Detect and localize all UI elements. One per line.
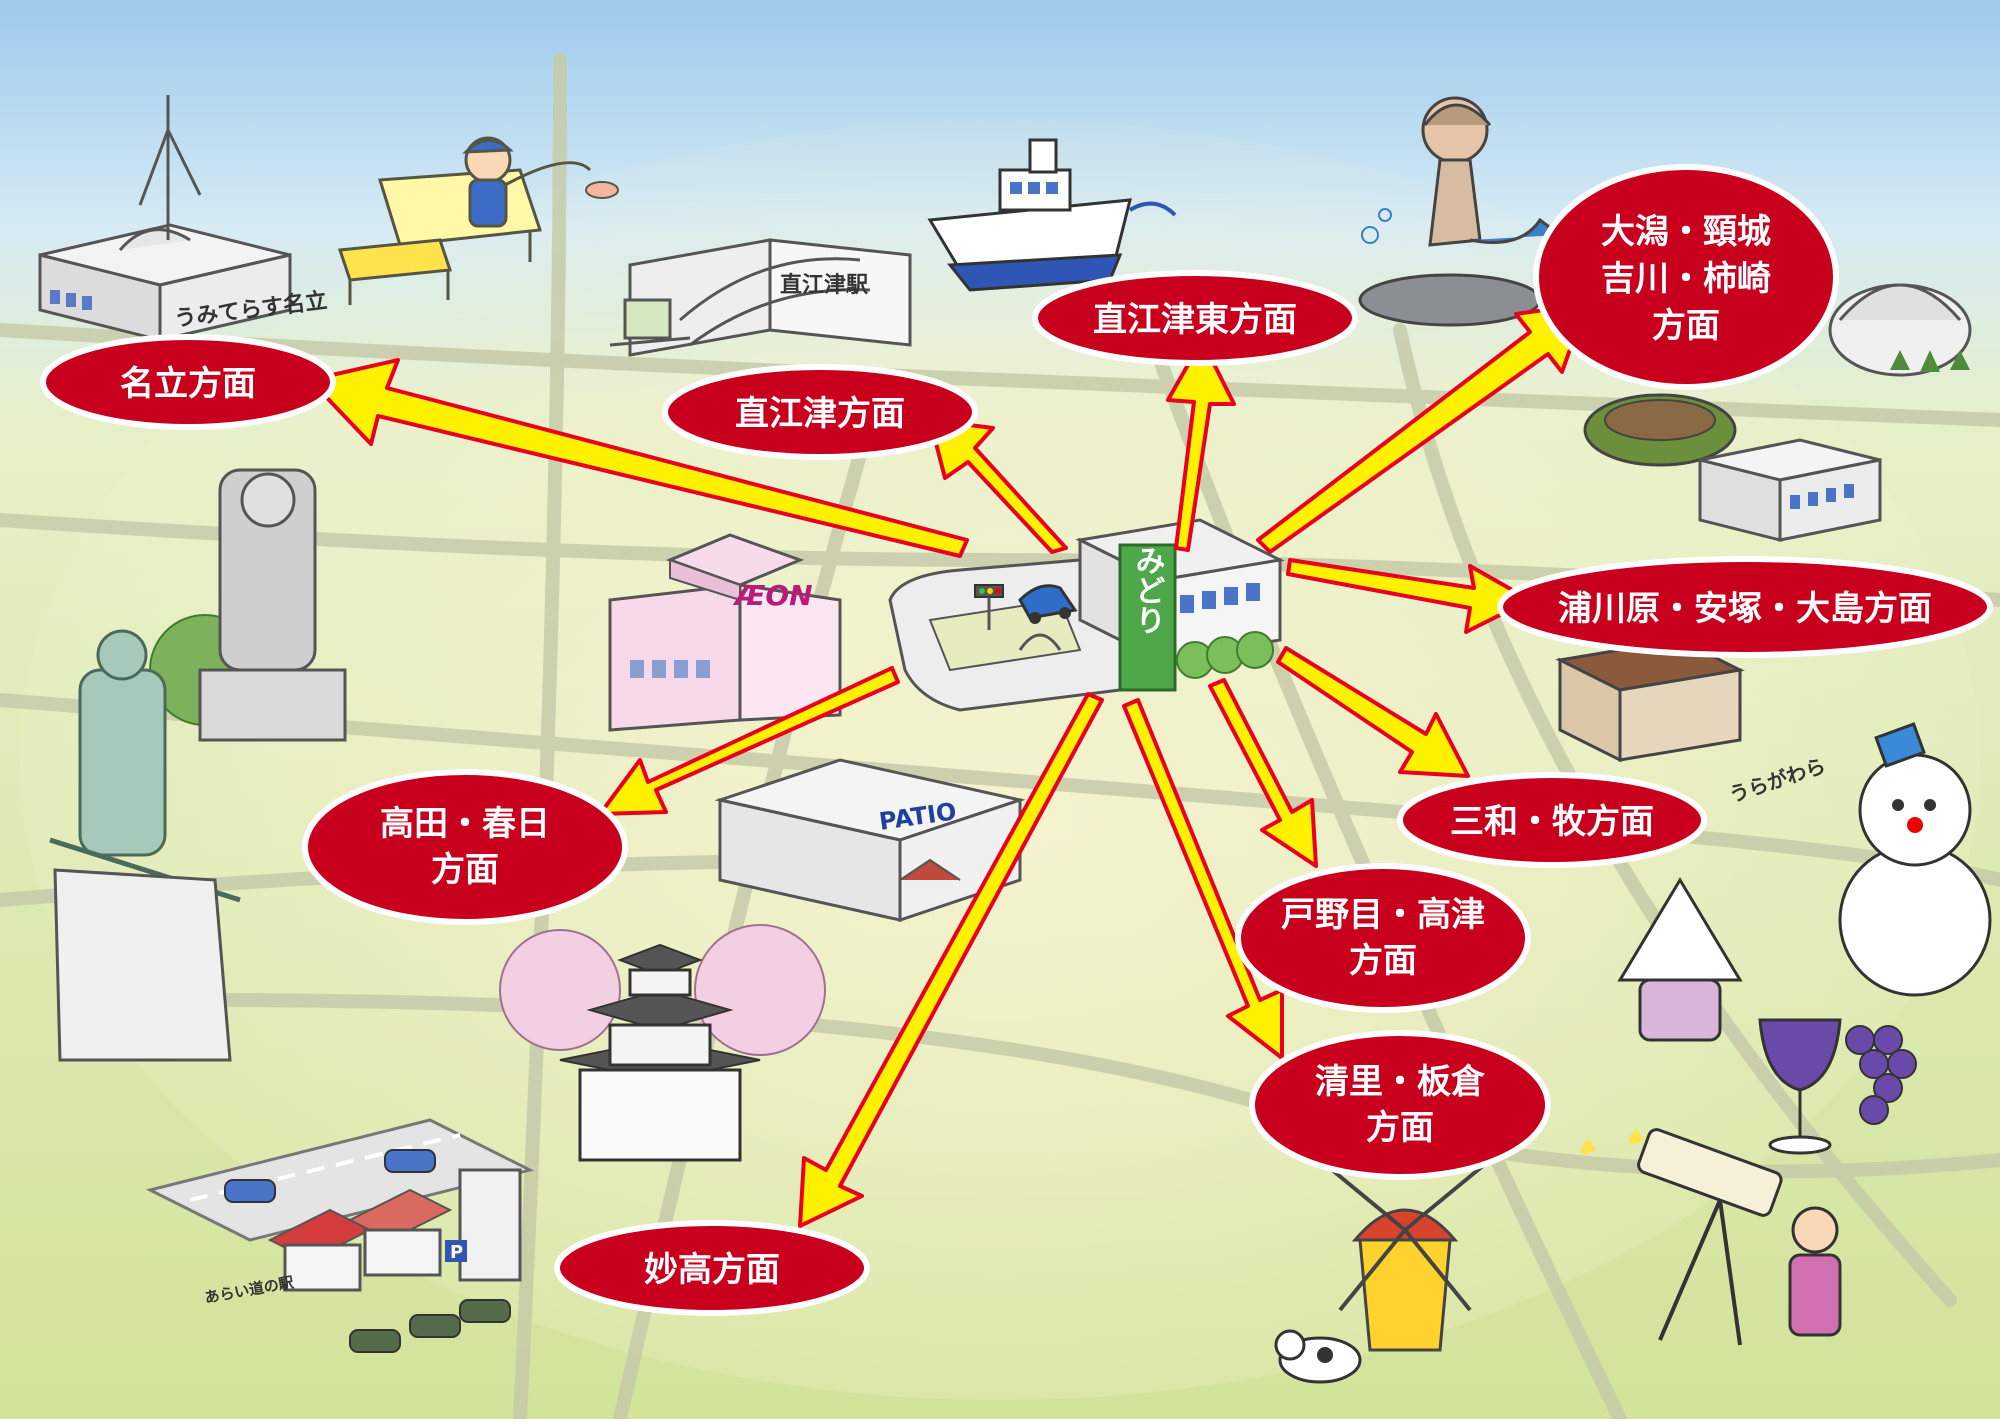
destination-bubbles: 名立方面 直江津方面 直江津東方面 大潟・頸城 吉川・柿崎 方面 浦川原・安塚・… [40, 164, 1993, 1316]
midori-school-building: みどり [1075, 518, 1285, 692]
destination-takada-label-1: 高田・春日 [380, 804, 550, 844]
car-icon [1018, 584, 1078, 624]
michinoeki-area: P あらい道の駅 [145, 1118, 535, 1353]
destination-myoko[interactable]: 妙高方面 [554, 1220, 870, 1316]
naoetsu-station: 直江津駅 [609, 238, 912, 357]
destination-tonome-label-1: 戸野目・高津 [1281, 895, 1485, 935]
destination-nadachi-label: 名立方面 [120, 364, 256, 404]
aeon-mall: ÆON [608, 533, 842, 732]
destination-takada[interactable]: 高田・春日 方面 [302, 769, 628, 925]
castle-icon [499, 924, 826, 1162]
dome-building [1828, 283, 1972, 377]
mermaid-statue-icon [1358, 96, 1561, 327]
destination-kiyosato-label-2: 方面 [1366, 1108, 1434, 1148]
destination-naoetsu-label: 直江津方面 [735, 394, 905, 434]
arrow-myoko [798, 692, 1104, 1228]
destination-ogata[interactable]: 大潟・頸城 吉川・柿崎 方面 [1533, 164, 1839, 390]
destination-naoetsu[interactable]: 直江津方面 [662, 364, 978, 460]
parking-sign-text: P [450, 1242, 463, 1263]
destination-sanwa-label: 三和・牧方面 [1450, 802, 1654, 842]
armor-statue-icon [149, 468, 347, 742]
destination-takada-label-2: 方面 [431, 850, 499, 890]
school-building [1698, 438, 1882, 542]
onigiri-mascot-icon [1617, 877, 1743, 1042]
wind-turbine-icon [138, 95, 202, 240]
arrow-kiyosato [1122, 698, 1284, 1060]
station-sign: 直江津駅 [780, 272, 868, 298]
destination-sanwa[interactable]: 三和・牧方面 [1397, 772, 1707, 868]
destination-naoetsu-east[interactable]: 直江津東方面 [1032, 270, 1358, 366]
traffic-light-icon [974, 584, 1004, 630]
dutch-windmill-icon [1318, 1158, 1492, 1352]
grapes-wine-icon [1758, 1018, 1917, 1155]
destination-tonome-label-2: 方面 [1349, 941, 1417, 981]
cow-icon [1274, 1329, 1362, 1384]
arrow-nadachi [308, 358, 969, 558]
stadium-building [1583, 393, 1737, 467]
fisherman-icon [337, 136, 619, 305]
arrow-tonome [1208, 678, 1318, 868]
midori-sign-text: みどり [1130, 545, 1165, 635]
destination-ogata-label-1: 大潟・頸城 [1601, 212, 1771, 252]
destination-ogata-label-2: 吉川・柿崎 [1601, 259, 1771, 299]
arrow-urakawara [1286, 558, 1532, 634]
aeon-logo: ÆON [732, 579, 813, 612]
destination-ogata-label-3: 方面 [1652, 306, 1720, 346]
destination-nadachi[interactable]: 名立方面 [40, 334, 336, 430]
destination-tonome[interactable]: 戸野目・高津 方面 [1235, 863, 1531, 1013]
destination-myoko-label: 妙高方面 [644, 1250, 780, 1290]
arrow-takada [598, 666, 900, 816]
patio-mall: PATIO [714, 758, 1026, 923]
direction-arrows [308, 302, 1588, 1228]
arrow-naoetsu-east [1166, 338, 1236, 552]
snowman-mascot-icon [1838, 722, 1992, 997]
destination-urakawara-label: 浦川原・安塚・大島方面 [1558, 589, 1932, 629]
skier-statue-icon [49, 629, 241, 1062]
arrow-sanwa [1276, 646, 1470, 778]
destination-kiyosato[interactable]: 清里・板倉 方面 [1249, 1030, 1551, 1180]
midori-sign [1118, 543, 1177, 692]
ferry-ship-icon [927, 138, 1177, 292]
telescope-icon [1580, 1128, 1842, 1346]
destination-naoetsu-east-label: 直江津東方面 [1093, 300, 1297, 340]
parking-sign [445, 1240, 467, 1262]
destination-urakawara[interactable]: 浦川原・安塚・大島方面 [1497, 556, 1993, 658]
destination-kiyosato-label-1: 清里・板倉 [1315, 1062, 1486, 1102]
